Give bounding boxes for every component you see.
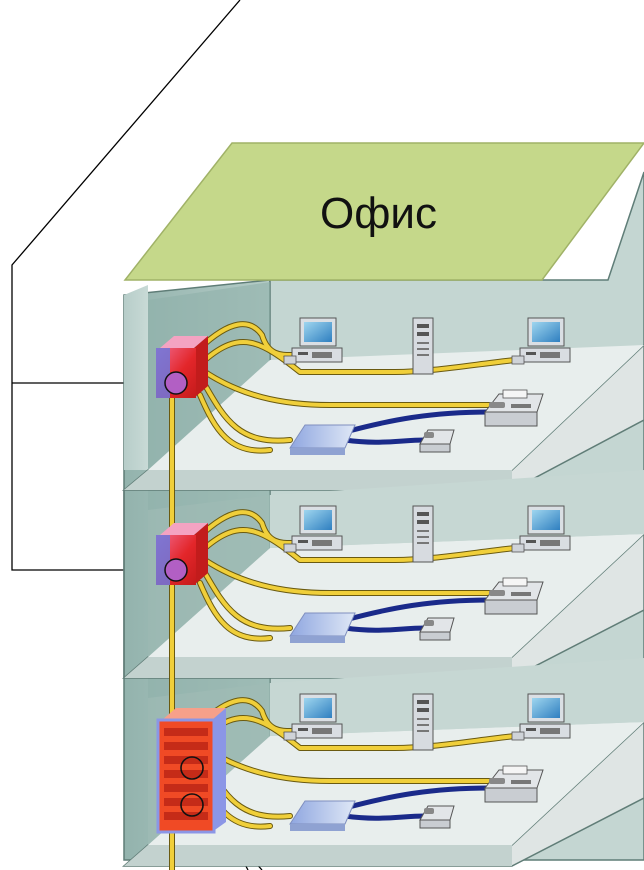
floor-3-rack bbox=[156, 708, 226, 834]
roof: Офис bbox=[123, 142, 644, 281]
floor-1-switch bbox=[156, 336, 208, 398]
floor-1 bbox=[121, 285, 644, 491]
floor-2-switch bbox=[156, 523, 208, 585]
floor-2-port-icon bbox=[164, 558, 188, 582]
roof-label: Офис bbox=[320, 189, 437, 238]
rack-port-lower-icon bbox=[180, 793, 204, 817]
rack-port-upper-icon bbox=[180, 756, 204, 780]
floor-1-port-icon bbox=[164, 371, 188, 395]
